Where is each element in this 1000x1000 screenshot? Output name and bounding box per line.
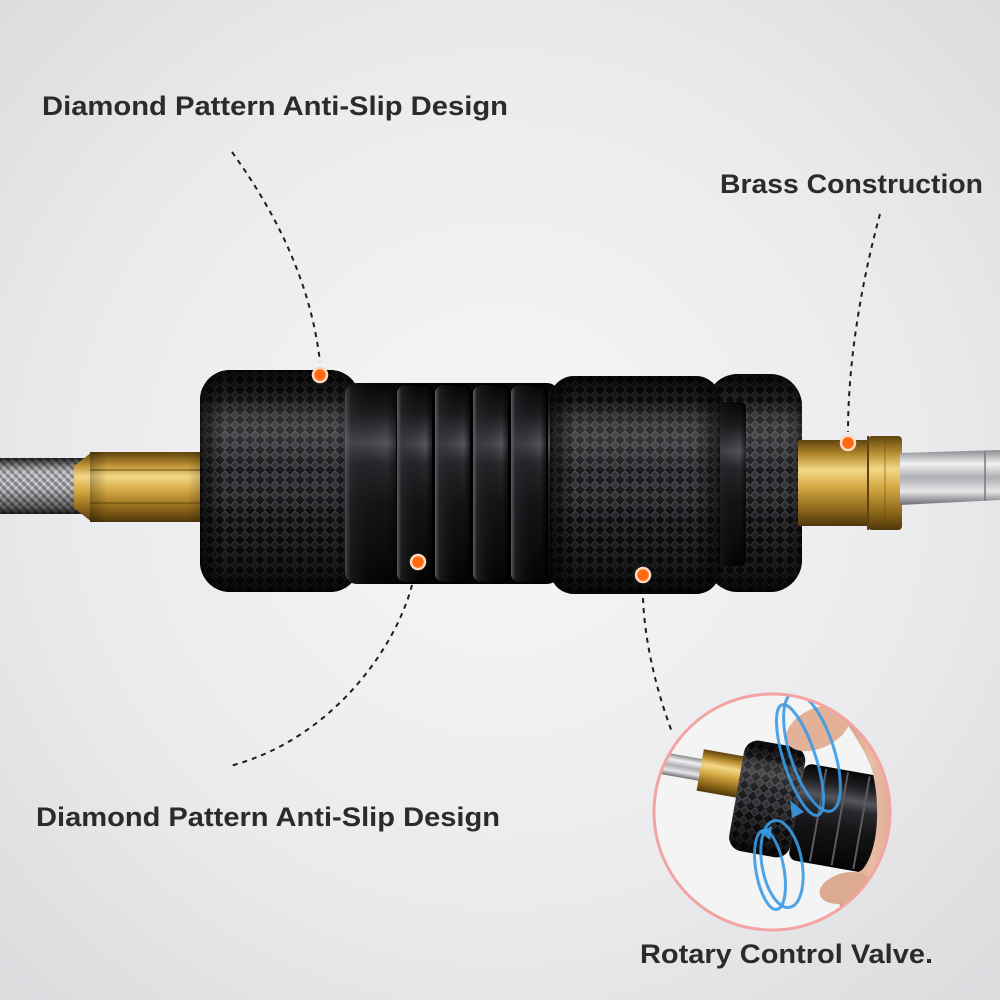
knurled-grip-right [550,376,720,594]
callout-marker-valve [634,566,652,584]
ring-section [345,383,559,584]
callout-label-grip-bottom: Diamond Pattern Anti-Slip Design [36,802,500,832]
rotation-arrow-icon [753,694,842,911]
inset-brass-fitting [696,749,748,799]
callout-marker-grip-top [311,366,329,384]
callout-marker-grip-bottom [409,553,427,571]
ring [434,384,472,583]
callout-line-brass [847,213,881,433]
chrome-pipe [900,450,1000,505]
valve-rotation-inset [652,692,892,932]
ring [472,384,510,583]
callout-marker-brass [839,434,857,452]
callout-label-grip-top: Diamond Pattern Anti-Slip Design [42,91,508,121]
ring [510,384,548,583]
valve-groove [714,402,746,566]
knurled-grip-left [200,370,360,592]
callout-line-grip-bottom [229,584,413,767]
callout-label-brass: Brass Construction [720,169,983,199]
brass-fitting-left [74,452,204,522]
callout-label-valve: Rotary Control Valve. [640,939,933,969]
brass-fitting-right [798,436,902,530]
inset-border [652,692,892,932]
ring [396,384,434,583]
inset-ring-section [789,764,890,874]
product-photo [0,370,1000,594]
